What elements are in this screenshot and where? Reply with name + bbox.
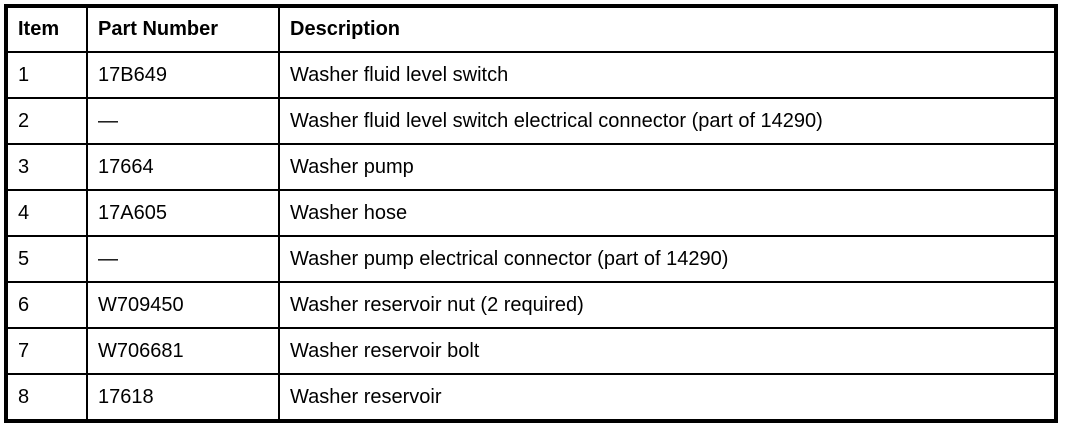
item-cell: 2 <box>5 97 88 145</box>
item-cell: 5 <box>5 235 88 283</box>
item-cell: 4 <box>5 189 88 237</box>
part-number-cell: — <box>86 235 280 283</box>
item-cell: 6 <box>5 281 88 329</box>
description-cell: Washer reservoir nut (2 required) <box>278 281 1057 329</box>
header-cell-description: Description <box>278 5 1057 53</box>
header-cell-part-number: Part Number <box>86 5 280 53</box>
part-number-cell: 17618 <box>86 373 280 422</box>
part-number-cell: W706681 <box>86 327 280 375</box>
part-number-cell: W709450 <box>86 281 280 329</box>
item-cell: 8 <box>5 373 88 422</box>
description-cell: Washer reservoir <box>278 373 1057 422</box>
item-cell: 1 <box>5 51 88 99</box>
description-cell: Washer reservoir bolt <box>278 327 1057 375</box>
description-cell: Washer pump <box>278 143 1057 191</box>
header-cell-item: Item <box>5 5 88 53</box>
description-cell: Washer hose <box>278 189 1057 237</box>
part-number-cell: 17A605 <box>86 189 280 237</box>
table-row: 2—Washer fluid level switch electrical c… <box>5 97 1057 145</box>
part-number-cell: 17B649 <box>86 51 280 99</box>
part-number-cell: 17664 <box>86 143 280 191</box>
description-cell: Washer pump electrical connector (part o… <box>278 235 1057 283</box>
description-cell: Washer fluid level switch <box>278 51 1057 99</box>
part-number-cell: — <box>86 97 280 145</box>
item-cell: 3 <box>5 143 88 191</box>
table-row: 5—Washer pump electrical connector (part… <box>5 235 1057 283</box>
description-cell: Washer fluid level switch electrical con… <box>278 97 1057 145</box>
table-header: Item Part Number Description <box>5 5 1057 53</box>
header-row: Item Part Number Description <box>5 5 1057 53</box>
item-cell: 7 <box>5 327 88 375</box>
